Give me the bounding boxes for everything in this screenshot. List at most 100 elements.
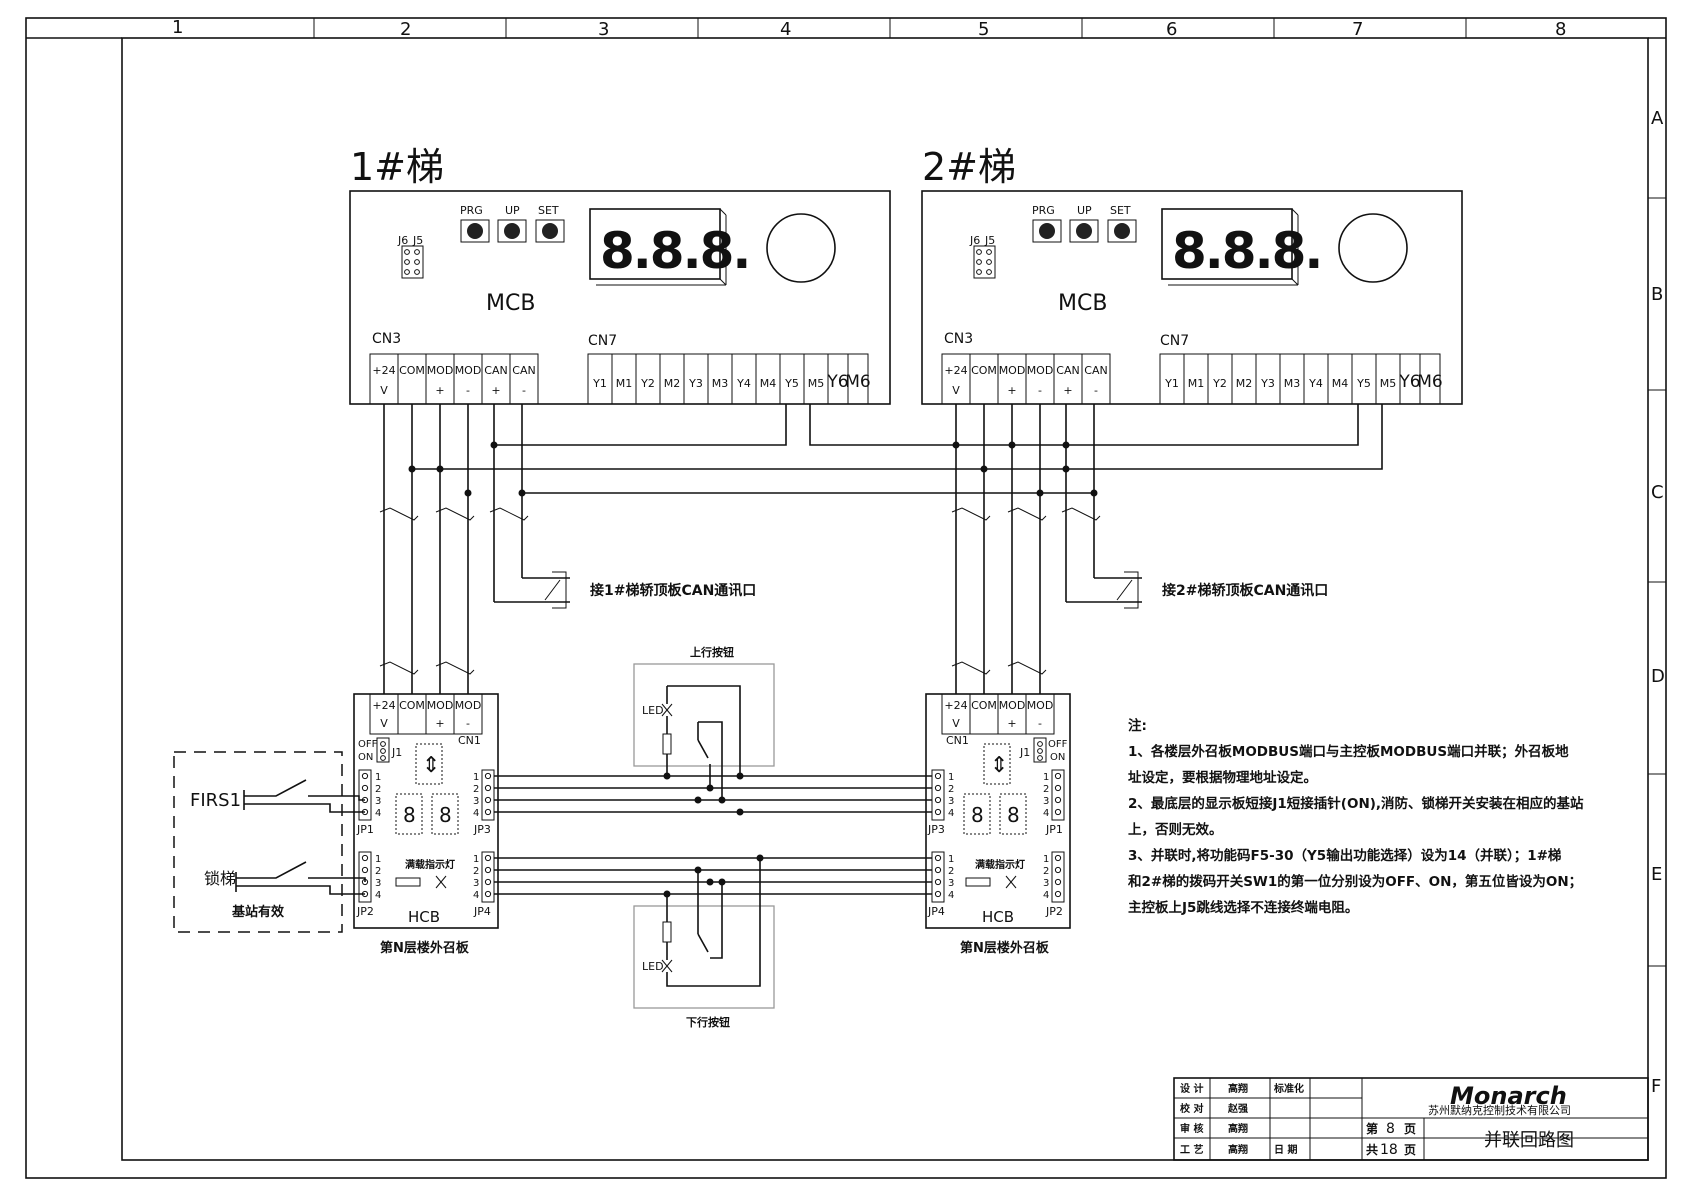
notes-line: 1、各楼层外召板MODBUS端口与主控板MODBUS端口并联；外召板地 [1128, 744, 1569, 760]
elevator-2-title: 2#梯 [922, 145, 1016, 189]
cn7-pin-label: M6 [1417, 372, 1442, 392]
cn7-pin-label: Y3 [688, 377, 703, 390]
elevator-1-title: 1#梯 [350, 145, 444, 189]
jumper-j6-label: J6 [397, 234, 408, 247]
cn1-pin-sublabel: V [380, 717, 388, 730]
hcb-caption: 第N层楼外召板 [960, 940, 1050, 956]
overload-lamp-icon [965, 875, 1017, 889]
cn3-pin-sublabel: V [380, 384, 388, 397]
prg-button-label: PRG [460, 204, 483, 217]
up-button-caption: 上行按钮 [690, 645, 734, 659]
cn3-pin-label: CAN [484, 364, 507, 377]
cn7-pin-label: Y6 [1398, 372, 1420, 392]
jp-pin-3: 3 [1043, 878, 1049, 889]
cn3-pin-label: CAN [512, 364, 535, 377]
total-prefix: 共 [1366, 1142, 1378, 1157]
tb-process-name: 高翔 [1228, 1143, 1248, 1156]
jp-pin-3: 3 [473, 796, 479, 807]
junction-dots [408, 441, 1098, 497]
cn7-pin-label: M5 [808, 377, 825, 390]
jp-pin-4: 4 [375, 808, 381, 819]
cn3-pin-sublabel: - [1038, 384, 1042, 397]
can-note-2: 接2#梯轿顶板CAN通讯口 [1162, 582, 1328, 599]
set-button-icon [1107, 219, 1137, 243]
led-label: LED [642, 704, 664, 717]
keypad-circle-icon [766, 213, 836, 283]
cn3-label: CN3 [372, 331, 401, 347]
cn3-pin-label: COM [971, 364, 997, 377]
tb-design-name: 高翔 [1228, 1082, 1248, 1095]
digit-display-icon: 8 8 [395, 793, 459, 835]
cn3-pin-label: CAN [1084, 364, 1107, 377]
page-prefix: 第 [1366, 1121, 1378, 1136]
prg-button-label: PRG [1032, 204, 1055, 217]
jp-pin-2: 2 [1043, 866, 1049, 877]
jp4-connector-icon [481, 851, 495, 903]
jp3-connector-icon [481, 769, 495, 821]
col-label-7: 7 [1352, 19, 1363, 40]
jp1-connector-icon [1051, 769, 1065, 821]
cn1-pin-sublabel: - [1038, 717, 1042, 730]
svg-text:8: 8 [439, 803, 452, 827]
jp-pin-1: 1 [948, 772, 954, 783]
col-label-4: 4 [780, 19, 791, 40]
prg-button-icon [460, 219, 490, 243]
jp-pin-2: 2 [375, 866, 381, 877]
jumper-header-icon [401, 245, 424, 279]
cn1-pin-sublabel: V [952, 717, 960, 730]
jp-pin-1: 1 [1043, 854, 1049, 865]
cn3-pin-sublabel: - [466, 384, 470, 397]
jp-pin-1: 1 [473, 772, 479, 783]
drawing-title: 并联回路图 [1484, 1130, 1574, 1151]
cn7-pin-label: Y2 [1212, 377, 1227, 390]
tb-process-label: 工 艺 [1180, 1143, 1203, 1156]
col-label-1: 1 [172, 17, 183, 38]
jp3-connector-icon [931, 769, 945, 821]
jumper-j6-label: J6 [969, 234, 980, 247]
cn3-pin-sublabel: - [1094, 384, 1098, 397]
svg-text:⇕: ⇕ [990, 753, 1008, 778]
arrow-display-icon: ⇕ [983, 743, 1011, 785]
notes-block: 注: 1、各楼层外召板MODBUS端口与主控板MODBUS端口并联；外召板地 址… [1128, 713, 1584, 921]
jp4-label: JP4 [473, 905, 491, 918]
jp-pin-3: 3 [473, 878, 479, 889]
jp-pin-4: 4 [473, 890, 479, 901]
row-label-d: D [1651, 666, 1665, 687]
set-button-icon [535, 219, 565, 243]
cn7-pin-label: Y4 [1308, 377, 1323, 390]
arrow-display-icon: ⇕ [415, 743, 443, 785]
cn7-label: CN7 [588, 333, 617, 349]
cn7-pin-label: M4 [1332, 377, 1349, 390]
jp-pin-1: 1 [375, 772, 381, 783]
cn1-pin-label: MOD [427, 699, 454, 712]
jp-pin-2: 2 [948, 784, 954, 795]
jp-pin-4: 4 [375, 890, 381, 901]
seven-segment-display: 8.8.8. [1161, 208, 1323, 286]
on-label: ON [358, 752, 373, 763]
jp-pin-2: 2 [948, 866, 954, 877]
row-label-f: F [1651, 1076, 1661, 1097]
cn7-pin-label: M4 [760, 377, 777, 390]
tb-review-label: 审 核 [1180, 1122, 1203, 1135]
hcb-cn1-label: CN1 [458, 734, 481, 747]
base-station-switches: FIRS1 锁梯 基站有效 [173, 751, 366, 933]
cn3-pin-label: MOD [427, 364, 454, 377]
jp-pin-1: 1 [948, 854, 954, 865]
jp4-connector-icon [931, 851, 945, 903]
hcb-interconnect [494, 775, 932, 895]
up-button-label: UP [1077, 204, 1092, 217]
off-label: OFF [358, 739, 378, 750]
prg-button-icon [1032, 219, 1062, 243]
jumper-j5-label: J5 [984, 234, 995, 247]
jp3-label: JP3 [927, 823, 945, 836]
cn7-pin-label: Y1 [592, 377, 607, 390]
cn3-pin-sublabel: - [522, 384, 526, 397]
cn3-pin-label: MOD [1027, 364, 1054, 377]
cn1-pin-sublabel: - [466, 717, 470, 730]
jp-pin-3: 3 [375, 796, 381, 807]
page-unit: 页 [1404, 1122, 1416, 1136]
cn3-pin-sublabel: V [952, 384, 960, 397]
